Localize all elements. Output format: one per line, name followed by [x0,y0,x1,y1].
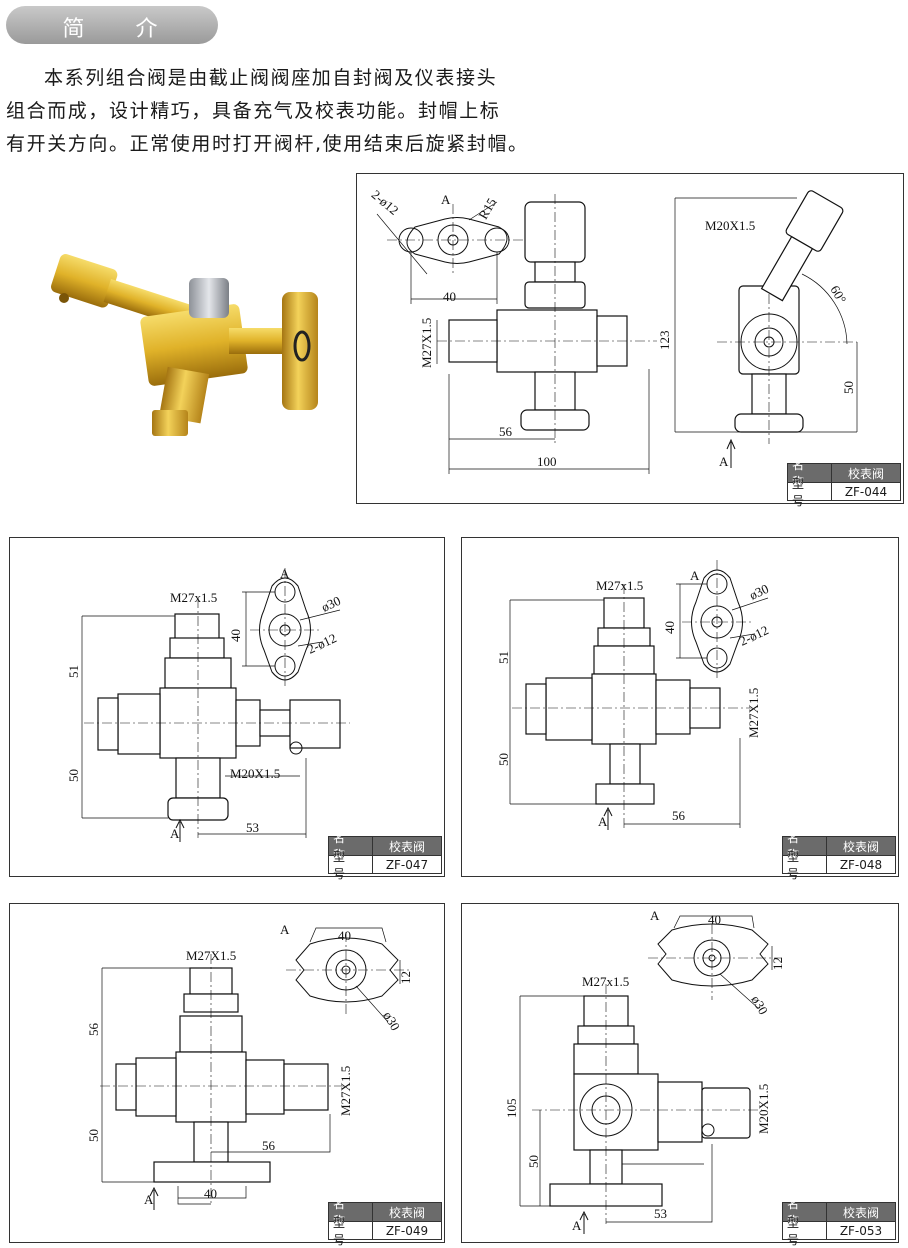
thread-side-dim: M27X1.5 [419,318,434,368]
dia-dim: ø30 [380,1009,403,1033]
lower-dim: 50 [496,753,511,766]
model-value: ZF-048 [839,858,883,872]
thread-side-dim: M20X1.5 [756,1084,771,1134]
center-dim: 53 [654,1206,667,1221]
view-label: A [280,566,290,581]
pitch-dim: 40 [228,629,243,642]
thread-side-dim: M20X1.5 [230,766,280,781]
drawing-panel-zf-049: A 40 12 ø30 M27X1.5 56 50 M27X1.5 56 40 … [9,903,445,1247]
thread-dim: M27x1.5 [582,974,629,989]
pitch-dim: 40 [443,289,456,304]
height-dim: 105 [504,1099,519,1119]
view-arrow-label: A [144,1192,154,1207]
length-dim: 100 [537,454,557,469]
pitch-dim: 40 [338,928,351,943]
model-value: ZF-047 [385,858,429,872]
lower-dim: 50 [86,1129,101,1142]
center-dim: 56 [499,424,513,439]
center-dim: 56 [262,1138,276,1153]
name-value: 校表阀 [847,466,884,481]
name-value: 校表阀 [388,839,425,854]
drawing-panel-zf-048: A 40 ø30 2-ø12 M27x1.5 51 50 M27X1.5 56 … [461,537,899,881]
upper-dim: 56 [86,1023,101,1037]
angle-dim: 60° [827,283,849,306]
center-dim: 53 [246,820,259,835]
holes-dim: 2-ø12 [369,187,402,218]
pitch-dim: 40 [662,621,677,634]
radius-dim: R15 [475,195,499,221]
view-label: A [280,922,290,937]
dia-dim: ø30 [748,993,771,1017]
name-value: 校表阀 [388,1205,425,1220]
upper-dim: 51 [496,651,511,664]
model-label: 型 号 [329,1216,373,1247]
drawing-panel-zf-044: A 2-ø12 R15 40 M27X1.5 56 100 123 M20X1.… [356,173,904,508]
thread-side-dim: M27X1.5 [746,688,761,738]
model-label: 型 号 [788,477,832,508]
height-dim: 123 [657,331,672,351]
model-value: ZF-053 [839,1224,883,1238]
lower-dim: 50 [526,1155,541,1168]
base-dim: 40 [204,1186,217,1201]
view-label: A [650,908,660,923]
section-title: 简 介 [6,6,218,44]
pitch-dim: 40 [708,912,721,927]
intro-line-3: 有开关方向。正常使用时打开阀杆,使用结束后旋紧封帽。 [6,133,529,155]
center-dim: 56 [672,808,686,823]
model-value: ZF-049 [385,1224,429,1238]
name-value: 校表阀 [842,1205,879,1220]
model-value: ZF-044 [844,485,888,499]
low-dim: 50 [841,381,856,394]
lower-dim: 50 [66,769,81,782]
slot-dim: 12 [770,957,785,970]
intro-line-2: 组合而成，设计精巧，具备充气及校表功能。封帽上标 [6,100,501,122]
view-label: A [690,568,700,583]
valve-photo [51,254,318,436]
drawing-panel-zf-047: A 40 ø30 2-ø12 M27x1.5 51 50 M20X1.5 53 … [9,537,445,881]
drawing-panel-zf-053: A 40 12 ø30 M27x1.5 105 50 M20X1.5 53 A … [461,903,899,1247]
thread-top-dim: M20X1.5 [705,218,755,233]
model-label: 型 号 [783,850,827,881]
dia-dim: ø30 [747,581,771,603]
view-label: A [441,192,451,207]
intro-line-1: 本系列组合阀是由截止阀阀座加自封阀及仪表接头 [44,67,498,89]
thread-dim: M27x1.5 [170,590,217,605]
name-value: 校表阀 [842,839,879,854]
view-arrow-label: A [170,826,180,841]
model-label: 型 号 [329,850,373,881]
intro-text: 本系列组合阀是由截止阀阀座加自封阀及仪表接头 组合而成，设计精巧，具备充气及校表… [6,62,566,161]
view-arrow-label: A [598,814,608,829]
thread-side-dim: M27X1.5 [338,1066,353,1116]
slot-dim: 12 [398,971,413,984]
view-arrow-label: A [719,454,729,469]
dia-dim: ø30 [319,593,343,615]
model-label: 型 号 [783,1216,827,1247]
thread-dim: M27X1.5 [186,948,236,963]
upper-dim: 51 [66,665,81,678]
view-arrow-label: A [572,1218,582,1233]
thread-dim: M27x1.5 [596,578,643,593]
